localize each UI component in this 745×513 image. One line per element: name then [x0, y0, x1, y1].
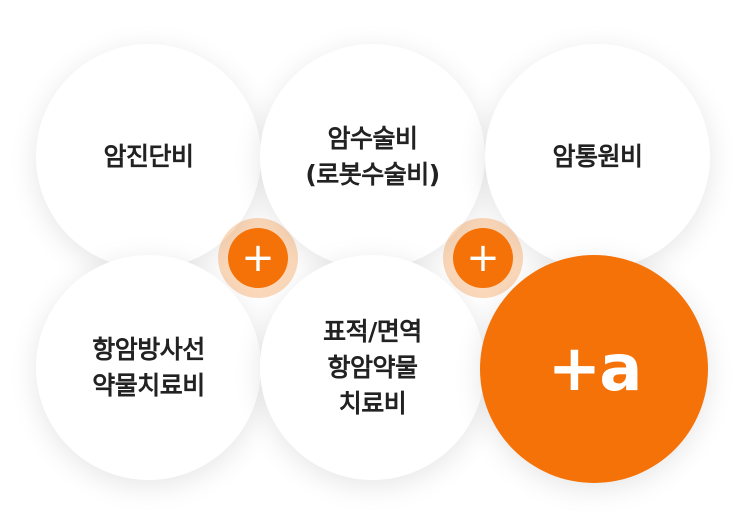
plus-alpha-label: +a [547, 332, 643, 406]
coverage-label: 암수술비 (로봇수술비) [305, 123, 440, 189]
coverage-label: 표적/면역 항암약물 치료비 [323, 316, 422, 418]
plus-icon: + [453, 228, 513, 288]
coverage-circle-radiation-drug-therapy: 항암방사선 약물치료비 [36, 255, 261, 480]
coverage-circle-targeted-immune-therapy: 표적/면역 항암약물 치료비 [260, 255, 485, 480]
coverage-circle-cancer-diagnosis: 암진단비 [36, 44, 261, 269]
coverage-label: 항암방사선 약물치료비 [92, 334, 205, 400]
plus-connector-2: + [443, 218, 523, 298]
coverage-circle-plus-alpha: +a [480, 255, 708, 483]
plus-icon: + [228, 228, 288, 288]
coverage-label: 암진단비 [103, 141, 194, 171]
coverage-circle-cancer-outpatient: 암통원비 [485, 44, 710, 269]
plus-connector-1: + [218, 218, 298, 298]
coverage-circle-cancer-surgery: 암수술비 (로봇수술비) [260, 44, 485, 269]
coverage-label: 암통원비 [552, 141, 643, 171]
